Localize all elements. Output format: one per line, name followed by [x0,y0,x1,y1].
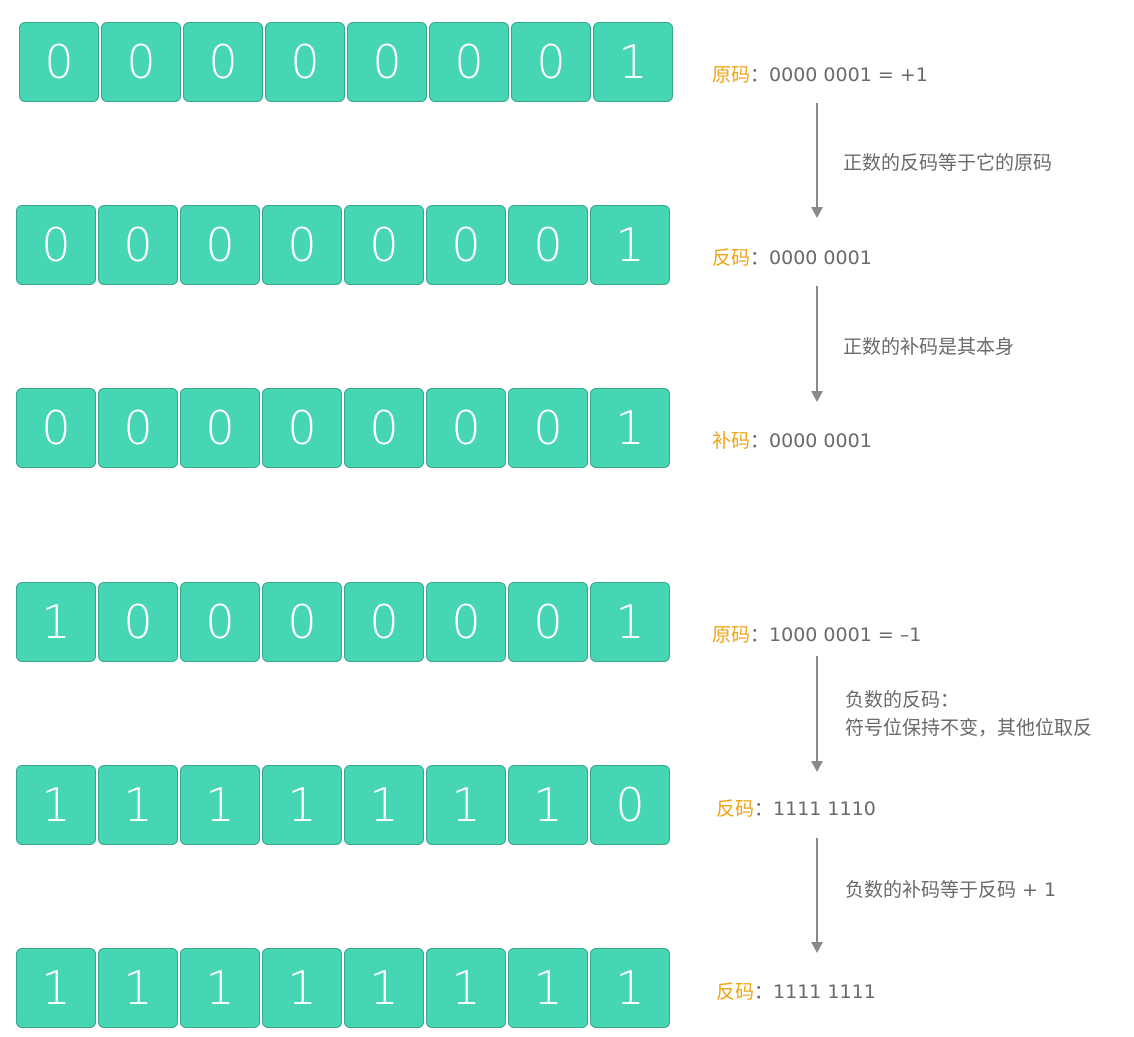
bit-cell: 0 [98,388,178,468]
code-separator: ： [750,247,770,269]
bit-cell: 1 [426,765,506,845]
code-value: 1111 1111 [773,981,876,1003]
code-kind: 原码 [712,64,751,86]
note-line: 负数的补码等于反码 + 1 [845,879,1057,901]
code-kind: 反码 [716,981,755,1003]
note-line: 负数的反码： [845,689,960,711]
bit-cell: 0 [101,22,181,102]
bit-cell: 0 [183,22,263,102]
bit-cell: 0 [590,765,670,845]
bit-cell: 1 [344,948,424,1028]
code-value: 0000 0001 [769,430,872,452]
bit-cell: 1 [262,765,342,845]
bit-cell: 0 [262,205,342,285]
bit-cell: 0 [426,582,506,662]
code-separator: ： [754,981,774,1003]
code-label-1: 原码：0000 0001 = +1 [712,60,928,87]
code-value: 0000 0001 [769,247,872,269]
note-line: 正数的补码是其本身 [843,336,1015,358]
transition-note-4: 负数的补码等于反码 + 1 [845,876,1056,904]
bit-cell: 0 [16,388,96,468]
transition-note-3: 负数的反码： 符号位保持不变，其他位取反 [845,686,1092,742]
code-label-6: 反码：1111 1111 [716,977,876,1004]
code-label-5: 反码：1111 1110 [716,794,876,821]
code-kind: 反码 [716,798,755,820]
code-label-4: 原码：1000 0001 = –1 [712,620,921,647]
bit-cell: 0 [98,582,178,662]
bit-cell: 0 [426,388,506,468]
bit-cell: 0 [344,388,424,468]
bit-cell: 1 [16,582,96,662]
note-line: 正数的反码等于它的原码 [843,152,1053,174]
bit-cell: 0 [262,388,342,468]
arrow-down-icon [811,761,823,772]
arrow-down-icon [811,207,823,218]
code-kind: 补码 [712,430,751,452]
bit-cell: 0 [98,205,178,285]
arrow-down-icon [811,942,823,953]
bit-cell: 1 [590,205,670,285]
bit-cell: 1 [590,582,670,662]
code-value: 1111 1110 [773,798,876,820]
bit-cell: 0 [265,22,345,102]
bit-cell: 1 [590,948,670,1028]
bit-cell: 1 [344,765,424,845]
arrow-line [816,103,818,208]
code-separator: ： [750,430,770,452]
bit-cell: 1 [508,948,588,1028]
transition-note-2: 正数的补码是其本身 [843,333,1014,361]
bit-cell: 0 [180,205,260,285]
code-label-2: 反码：0000 0001 [712,243,872,270]
bit-cell: 0 [16,205,96,285]
code-separator: ： [750,624,770,646]
arrow-line [816,286,818,392]
bit-cell: 1 [590,388,670,468]
bit-cell: 0 [429,22,509,102]
bit-cell: 1 [16,765,96,845]
transition-note-1: 正数的反码等于它的原码 [843,149,1052,177]
bit-cell: 0 [511,22,591,102]
code-kind: 原码 [712,624,751,646]
bit-cell: 1 [262,948,342,1028]
bit-cell: 1 [180,765,260,845]
arrow-down-icon [811,391,823,402]
bit-cell: 0 [180,582,260,662]
note-line: 符号位保持不变，其他位取反 [845,717,1093,739]
bit-cell: 1 [593,22,673,102]
bit-cell: 0 [508,582,588,662]
code-separator: ： [754,798,774,820]
bit-cell: 0 [180,388,260,468]
bit-cell: 1 [508,765,588,845]
bit-cell: 0 [508,205,588,285]
code-kind: 反码 [712,247,751,269]
arrow-line [816,656,818,762]
bit-cell: 0 [262,582,342,662]
arrow-line [816,838,818,943]
bit-cell: 0 [508,388,588,468]
bit-cell: 1 [16,948,96,1028]
bit-cell: 0 [426,205,506,285]
bit-cell: 0 [347,22,427,102]
bit-cell: 0 [344,205,424,285]
code-separator: ： [750,64,770,86]
bit-cell: 0 [344,582,424,662]
bit-cell: 0 [19,22,99,102]
bit-cell: 1 [98,948,178,1028]
bit-cell: 1 [180,948,260,1028]
bit-cell: 1 [426,948,506,1028]
code-value: 1000 0001 = –1 [769,624,922,646]
code-value: 0000 0001 = +1 [769,64,928,86]
bit-cell: 1 [98,765,178,845]
code-label-3: 补码：0000 0001 [712,426,872,453]
